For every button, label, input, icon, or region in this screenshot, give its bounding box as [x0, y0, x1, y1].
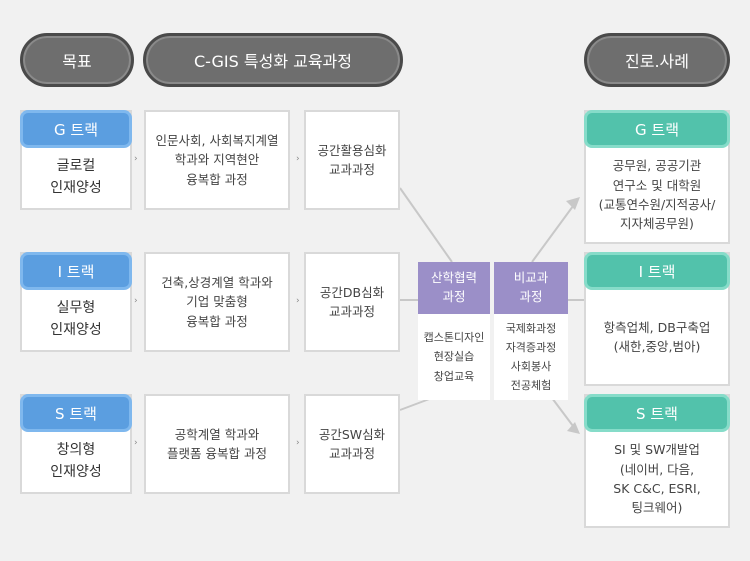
fusion-course-i: 건축,상경계열 학과와 기업 맞춤형 융복합 과정: [144, 252, 290, 352]
left-track-g: G 트랙 글로컬 인재양성: [20, 110, 132, 210]
left-track-g-label: G 트랙: [20, 110, 132, 148]
left-track-i-label: I 트랙: [20, 252, 132, 290]
extracurricular-title: 비교과 과정: [494, 262, 568, 314]
line-s-to-middle: [399, 397, 433, 411]
chevron-right-icon: ›: [134, 296, 138, 306]
chevron-right-icon: ›: [296, 438, 300, 448]
career-header-label: 진로.사례: [625, 52, 689, 71]
chevron-right-icon: ›: [134, 154, 138, 164]
curriculum-header-label: C-GIS 특성화 교육과정: [193, 52, 353, 71]
right-track-g-desc: 공무원, 공공기관 연구소 및 대학원 (교통연수원/지적공사/ 지자체공무원): [598, 158, 716, 232]
fusion-course-s: 공학계열 학과와 플랫폼 융복합 과정: [144, 394, 290, 494]
extracurricular-box: 비교과 과정 국제화과정 자격증과정 사회봉사 전공체험: [494, 262, 568, 400]
chevron-right-icon: ›: [296, 296, 300, 306]
right-track-s: S 트랙 SI 및 SW개발업 (네이버, 다음, SK C&C, ESRI, …: [584, 394, 730, 528]
left-track-s-desc: 창의형 인재양성: [50, 442, 102, 480]
left-track-i: I 트랙 실무형 인재양성: [20, 252, 132, 352]
right-track-i: I 트랙 항측업체, DB구축업 (새한,중앙,범아): [584, 252, 730, 386]
industry-cooperation-box: 산학협력 과정 캡스톤디자인 현장실습 창업교육: [418, 262, 490, 400]
curriculum-header: C-GIS 특성화 교육과정: [143, 33, 403, 87]
left-track-s: S 트랙 창의형 인재양성: [20, 394, 132, 494]
right-track-i-desc: 항측업체, DB구축업 (새한,중앙,범아): [603, 319, 711, 354]
extracurricular-items: 국제화과정 자격증과정 사회봉사 전공체험: [505, 321, 557, 393]
chevron-right-icon: ›: [296, 154, 300, 164]
right-track-i-label: I 트랙: [584, 252, 730, 290]
line-g-to-middle: [399, 187, 453, 263]
goal-header: 목표: [20, 33, 134, 87]
right-track-g-label: G 트랙: [584, 110, 730, 148]
arrowhead-g: [566, 197, 580, 210]
industry-cooperation-items: 캡스톤디자인 현장실습 창업교육: [423, 331, 485, 383]
right-track-s-label: S 트랙: [584, 394, 730, 432]
left-track-g-desc: 글로컬 인재양성: [50, 158, 102, 196]
advanced-course-i: 공간DB심화 교과과정: [304, 252, 400, 352]
career-header: 진로.사례: [584, 33, 730, 87]
advanced-course-s: 공간SW심화 교과과정: [304, 394, 400, 494]
industry-cooperation-title: 산학협력 과정: [418, 262, 490, 314]
left-track-i-desc: 실무형 인재양성: [50, 300, 102, 338]
right-track-s-desc: SI 및 SW개발업 (네이버, 다음, SK C&C, ESRI, 팅크웨어): [613, 442, 701, 516]
right-track-g: G 트랙 공무원, 공공기관 연구소 및 대학원 (교통연수원/지적공사/ 지자…: [584, 110, 730, 244]
advanced-course-g: 공간활용심화 교과과정: [304, 110, 400, 210]
chevron-right-icon: ›: [134, 438, 138, 448]
line-middle-to-g: [531, 201, 577, 263]
fusion-course-g: 인문사회, 사회복지계열 학과와 지역현안 융복합 과정: [144, 110, 290, 210]
arrowhead-s: [567, 422, 580, 434]
left-track-s-label: S 트랙: [20, 394, 132, 432]
goal-header-label: 목표: [62, 52, 92, 71]
